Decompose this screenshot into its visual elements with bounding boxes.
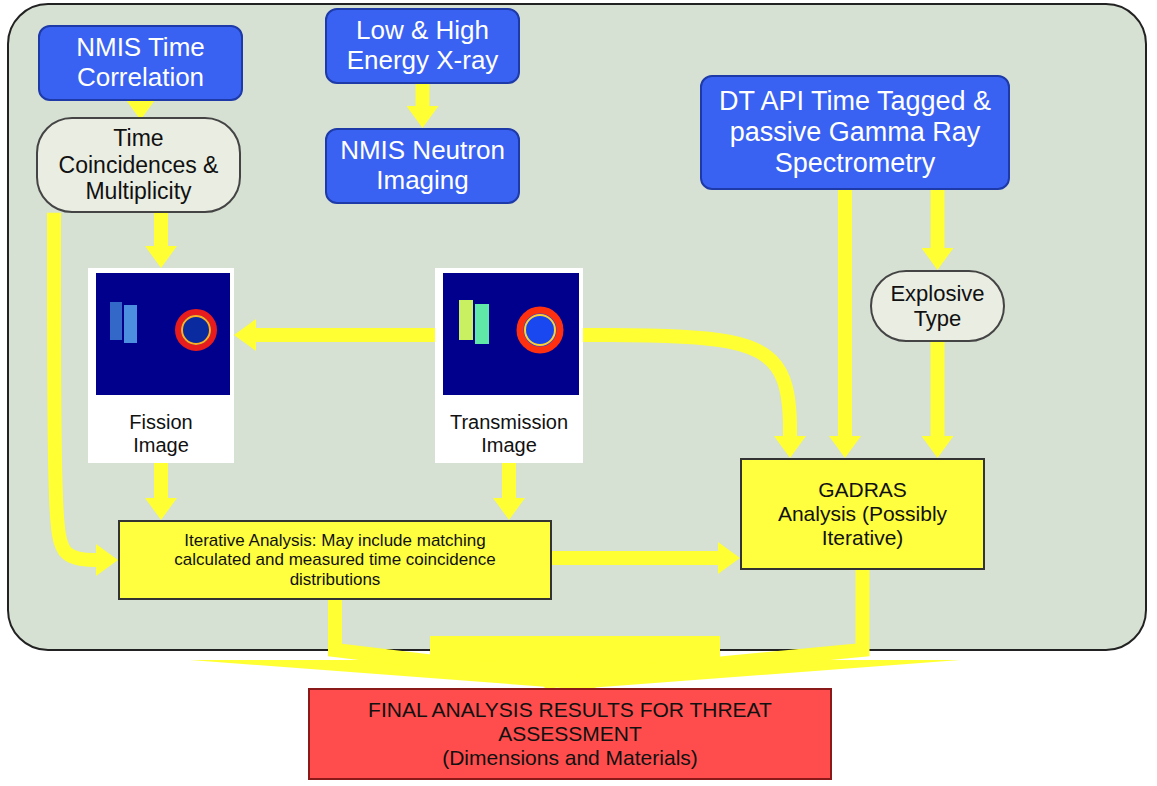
derived-data-pill: Explosive Type bbox=[870, 270, 1005, 342]
big-output-arrow bbox=[190, 636, 960, 689]
derived-data-pill: Time Coincidences & Multiplicity bbox=[36, 117, 241, 212]
heatmap-ring bbox=[525, 315, 555, 345]
node-label: Iterative Analysis: May include matching… bbox=[170, 531, 500, 590]
process-box: NMIS Neutron Imaging bbox=[325, 128, 520, 204]
input-box: NMIS Time Correlation bbox=[38, 25, 243, 101]
heatmap-ring bbox=[520, 310, 560, 350]
flow-arrow bbox=[931, 342, 945, 440]
image-node: Transmission Image bbox=[435, 268, 583, 463]
flow-arrow bbox=[335, 600, 550, 677]
transmission-heatmap bbox=[435, 268, 583, 463]
flow-arrow bbox=[252, 328, 435, 342]
input-box: Low & High Energy X-ray bbox=[325, 8, 520, 84]
input-box: DT API Time Tagged & passive Gamma Ray S… bbox=[700, 75, 1010, 190]
flow-arrow bbox=[54, 213, 100, 560]
flow-arrow bbox=[502, 463, 516, 502]
node-label: Explosive Type bbox=[880, 281, 995, 332]
fission-heatmap bbox=[88, 268, 234, 463]
flow-arrow bbox=[931, 190, 945, 252]
node-label: Fission Image bbox=[116, 411, 206, 457]
heatmap-ground bbox=[96, 273, 230, 395]
node-label: DT API Time Tagged & passive Gamma Ray S… bbox=[710, 86, 1000, 179]
node-label: Low & High Energy X-ray bbox=[335, 16, 510, 76]
node-label: Transmission Image bbox=[443, 411, 575, 457]
flow-arrow bbox=[838, 190, 852, 440]
node-label: Time Coincidences & Multiplicity bbox=[46, 125, 231, 204]
heatmap-block bbox=[124, 305, 137, 343]
node-label: NMIS Neutron Imaging bbox=[335, 136, 510, 196]
heatmap-ring bbox=[178, 312, 214, 348]
node-label: NMIS Time Correlation bbox=[48, 33, 233, 93]
heatmap-block bbox=[475, 304, 489, 344]
flow-arrow bbox=[154, 463, 168, 502]
flow-arrow bbox=[416, 84, 430, 110]
image-frame bbox=[435, 268, 583, 463]
image-node: Fission Image bbox=[88, 268, 234, 463]
arrow-head bbox=[190, 660, 960, 689]
node-label: (Dimensions and Materials) bbox=[442, 746, 698, 770]
node-label: FINAL ANALYSIS RESULTS FOR THREAT ASSESS… bbox=[318, 698, 822, 746]
result-box: FINAL ANALYSIS RESULTS FOR THREAT ASSESS… bbox=[308, 688, 832, 780]
analysis-box: GADRAS Analysis (Possibly Iterative) bbox=[740, 458, 985, 570]
heatmap-block bbox=[459, 300, 473, 340]
flow-arrow bbox=[154, 213, 168, 250]
arrow-shaft bbox=[430, 636, 720, 662]
flow-arrow bbox=[134, 101, 148, 102]
heatmap-block bbox=[110, 302, 122, 340]
image-frame bbox=[88, 268, 234, 463]
flow-arrow bbox=[583, 335, 790, 440]
flow-arrow bbox=[590, 570, 863, 677]
node-label: GADRAS Analysis (Possibly Iterative) bbox=[778, 478, 948, 550]
flow-arrow bbox=[552, 551, 722, 565]
system-panel bbox=[8, 4, 1146, 650]
heatmap-ring bbox=[182, 316, 210, 344]
analysis-box: Iterative Analysis: May include matching… bbox=[118, 520, 552, 600]
heatmap-ground bbox=[443, 273, 579, 395]
